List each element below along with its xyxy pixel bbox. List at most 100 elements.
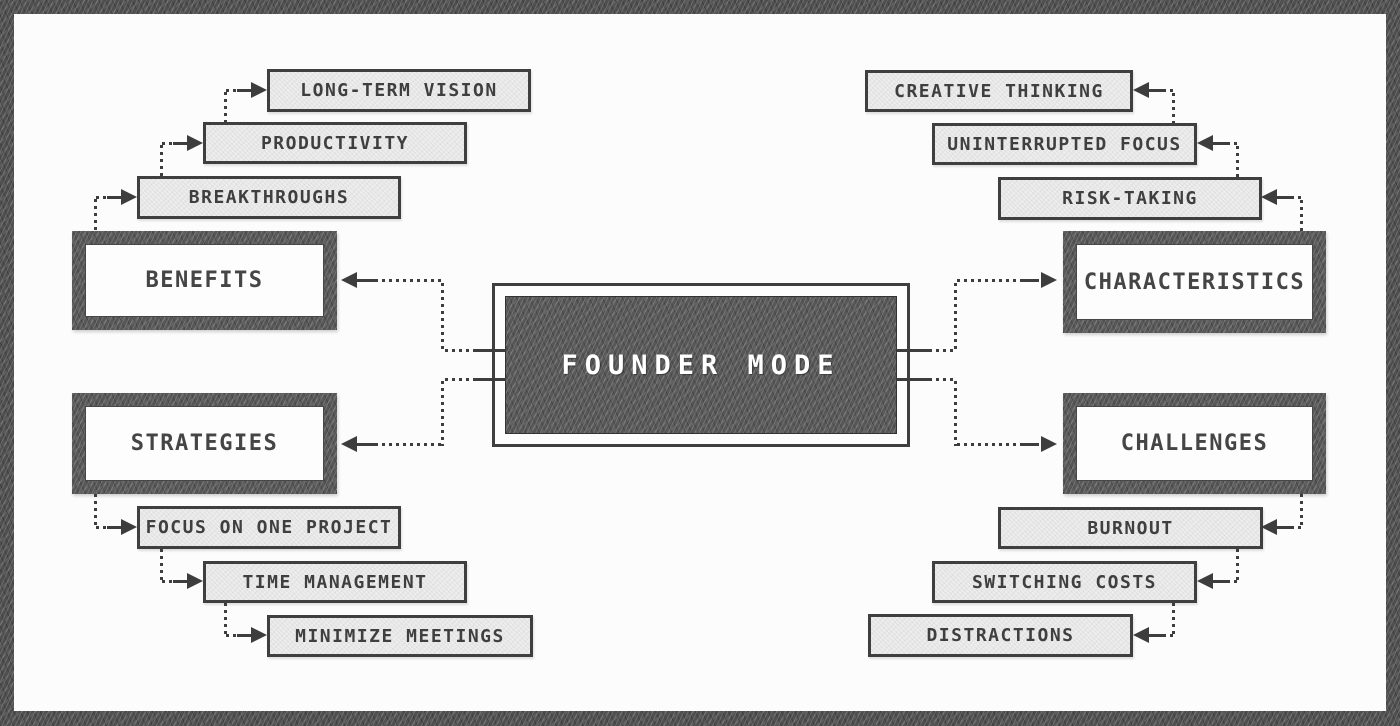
connector-center-right-lower-stub — [896, 378, 929, 381]
connector-center-challenges-vertical — [954, 381, 957, 446]
connector-burnout-switching-dots — [1227, 580, 1238, 583]
connector-center-left-upper-stub — [473, 349, 506, 352]
connector-strategies-focus-shaft — [107, 526, 121, 529]
connector-risktaking-uninterrupted-vertical — [1236, 146, 1239, 177]
connector-center-characteristics-shaft — [1021, 279, 1039, 282]
arrowhead-uninterrupted-focus-icon — [1197, 135, 1213, 151]
item-box-burnout: BURNOUT — [998, 507, 1263, 549]
connector-switching-distractions-shaft — [1149, 634, 1163, 637]
item-label-minimize-meetings: MINIMIZE MEETINGS — [295, 625, 505, 647]
arrowhead-burnout-icon — [1261, 519, 1277, 535]
connector-uninterrupted-creative-dots — [1163, 89, 1174, 92]
branch-box-challenges: CHALLENGES — [1063, 393, 1326, 494]
connector-burnout-switching-shaft — [1213, 580, 1227, 583]
arrowhead-switching-costs-icon — [1197, 573, 1213, 589]
item-box-risk-taking: RISK-TAKING — [998, 177, 1262, 220]
connector-characteristics-risktaking-vertical — [1300, 200, 1303, 231]
arrowhead-distractions-icon — [1133, 627, 1149, 643]
connector-center-right-lower-stub-dots — [929, 378, 955, 381]
arrowhead-focus-on-one-project-icon — [121, 519, 137, 535]
item-label-uninterrupted-focus: UNINTERRUPTED FOCUS — [947, 133, 1182, 155]
connector-benefits-breakthroughs-shaft — [107, 196, 121, 199]
connector-timemanagement-minimize-vertical — [224, 603, 227, 634]
center-node-label: FOUNDER MODE — [561, 349, 841, 381]
connector-center-right-upper-stub-dots — [929, 349, 955, 352]
connector-risktaking-uninterrupted-shaft — [1213, 142, 1227, 145]
connector-center-characteristics-vertical — [954, 283, 957, 350]
connector-uninterrupted-creative-vertical — [1172, 93, 1175, 123]
connector-productivity-longtermvision-vertical — [224, 92, 227, 122]
connector-timemanagement-minimize-dots — [226, 634, 237, 637]
connector-center-left-lower-stub — [473, 378, 506, 381]
connector-breakthroughs-productivity-dots — [162, 142, 173, 145]
connector-center-left-upper-stub-dots — [445, 349, 473, 352]
connector-center-characteristics-horizontal — [957, 279, 1021, 282]
connector-uninterrupted-creative-shaft — [1149, 89, 1163, 92]
branch-box-characteristics: CHARACTERISTICS — [1063, 231, 1326, 333]
branch-label-benefits: BENEFITS — [85, 244, 324, 317]
connector-benefits-breakthroughs-vertical — [94, 199, 97, 231]
arrowhead-characteristics-icon — [1041, 272, 1057, 288]
item-label-risk-taking: RISK-TAKING — [1062, 188, 1198, 209]
arrowhead-strategies-icon — [341, 436, 357, 452]
item-box-uninterrupted-focus: UNINTERRUPTED FOCUS — [932, 123, 1197, 165]
item-box-minimize-meetings: MINIMIZE MEETINGS — [267, 615, 533, 657]
connector-challenges-burnout-dots — [1291, 526, 1302, 529]
connector-center-strategies-horizontal — [375, 443, 443, 446]
connector-center-left-lower-stub-dots — [445, 378, 473, 381]
connector-switching-distractions-dots — [1163, 634, 1174, 637]
arrowhead-minimize-meetings-icon — [251, 627, 267, 643]
connector-productivity-longtermvision-dots — [226, 89, 237, 92]
connector-characteristics-risktaking-shaft — [1277, 196, 1291, 199]
connector-center-benefits-horizontal — [375, 279, 443, 282]
arrowhead-risk-taking-icon — [1261, 189, 1277, 205]
item-label-distractions: DISTRACTIONS — [926, 625, 1075, 646]
connector-center-strategies-shaft — [357, 443, 375, 446]
item-box-time-management: TIME MANAGEMENT — [203, 561, 467, 603]
connector-center-right-upper-stub — [896, 349, 929, 352]
center-node: FOUNDER MODE — [492, 283, 910, 447]
connector-center-benefits-vertical — [441, 283, 444, 350]
connector-breakthroughs-productivity-shaft — [173, 142, 187, 145]
connector-center-strategies-vertical — [441, 381, 444, 446]
item-box-distractions: DISTRACTIONS — [868, 614, 1133, 657]
connector-center-benefits-shaft — [357, 279, 375, 282]
item-label-long-term-vision: LONG-TERM VISION — [300, 80, 498, 101]
connector-breakthroughs-productivity-vertical — [160, 145, 163, 176]
connector-focus-timemanagement-vertical — [160, 549, 163, 580]
item-box-breakthroughs: BREAKTHROUGHS — [137, 176, 401, 219]
item-label-time-management: TIME MANAGEMENT — [242, 571, 428, 593]
connector-burnout-switching-vertical — [1236, 549, 1239, 580]
connector-benefits-breakthroughs-dots — [96, 196, 107, 199]
connector-timemanagement-minimize-shaft — [237, 634, 251, 637]
connector-strategies-focus-vertical — [94, 494, 97, 526]
connector-focus-timemanagement-shaft — [173, 580, 187, 583]
branch-box-benefits: BENEFITS — [72, 231, 337, 330]
item-box-switching-costs: SWITCHING COSTS — [932, 561, 1197, 603]
connector-switching-distractions-vertical — [1172, 603, 1175, 634]
connector-strategies-focus-dots — [96, 526, 107, 529]
connector-productivity-longtermvision-shaft — [237, 89, 251, 92]
item-box-focus-on-one-project: FOCUS ON ONE PROJECT — [137, 506, 401, 549]
connector-center-challenges-shaft — [1021, 443, 1039, 446]
arrowhead-challenges-icon — [1041, 436, 1057, 452]
arrowhead-productivity-icon — [187, 135, 203, 151]
arrowhead-breakthroughs-icon — [121, 189, 137, 205]
arrowhead-long-term-vision-icon — [251, 82, 267, 98]
item-box-long-term-vision: LONG-TERM VISION — [267, 69, 531, 112]
center-node-fill: FOUNDER MODE — [505, 296, 897, 434]
connector-challenges-burnout-shaft — [1277, 526, 1291, 529]
item-box-creative-thinking: CREATIVE THINKING — [865, 70, 1133, 112]
branch-label-strategies: STRATEGIES — [85, 406, 324, 481]
item-label-creative-thinking: CREATIVE THINKING — [894, 80, 1104, 102]
item-label-focus-on-one-project: FOCUS ON ONE PROJECT — [145, 517, 393, 538]
connector-characteristics-risktaking-dots — [1291, 196, 1302, 199]
item-label-burnout: BURNOUT — [1087, 517, 1174, 539]
arrowhead-creative-thinking-icon — [1133, 82, 1149, 98]
branch-label-challenges: CHALLENGES — [1076, 406, 1313, 481]
item-label-breakthroughs: BREAKTHROUGHS — [188, 187, 350, 208]
connector-focus-timemanagement-dots — [162, 580, 173, 583]
branch-label-characteristics: CHARACTERISTICS — [1076, 244, 1313, 320]
item-box-productivity: PRODUCTIVITY — [203, 122, 467, 164]
